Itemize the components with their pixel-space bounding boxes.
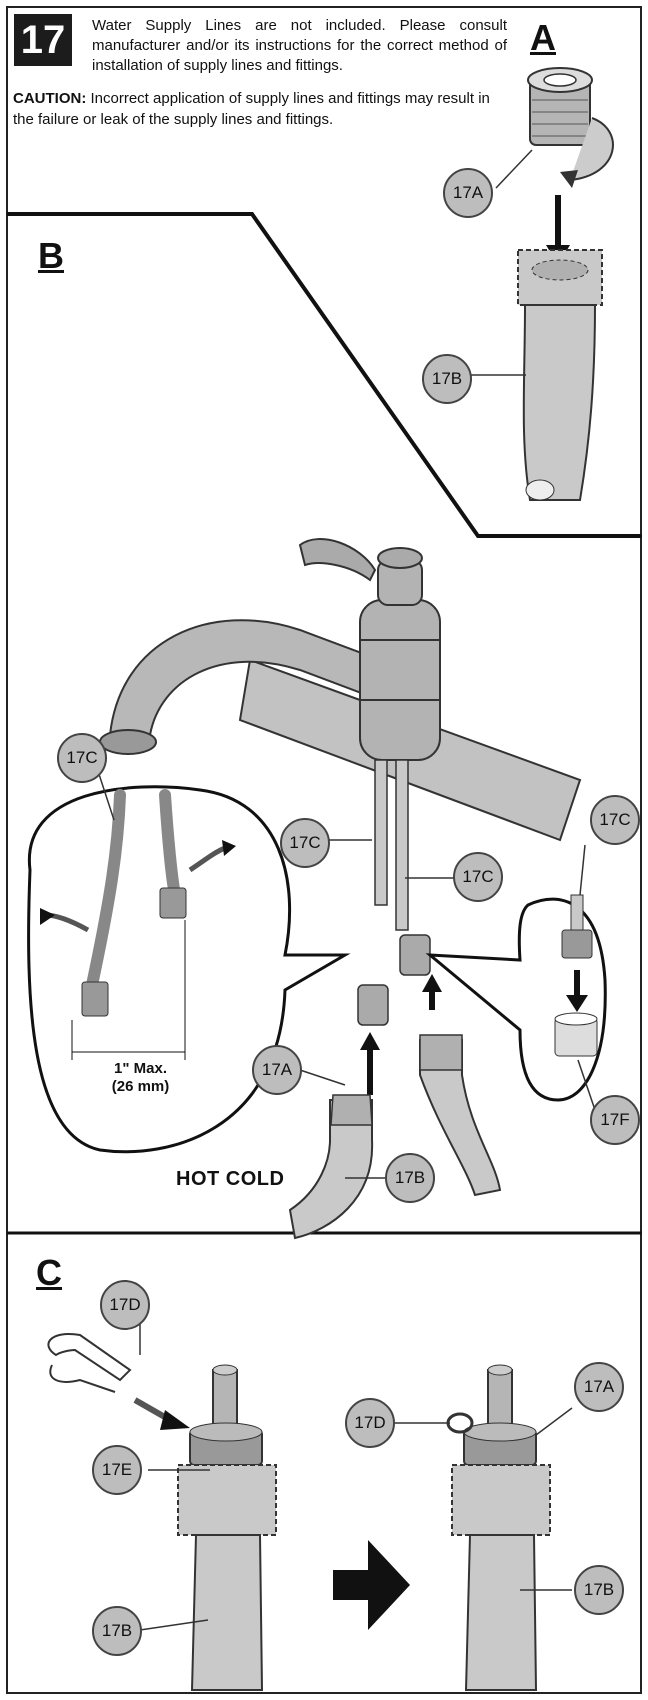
rotate-arrow-icon (569, 117, 614, 181)
caution-label: CAUTION: (13, 90, 87, 107)
clip-17d (47, 1333, 132, 1382)
section-b-divider (7, 212, 642, 538)
section-c-label: C (36, 1252, 62, 1293)
measure-label: 1" Max. (26 mm) (88, 1060, 193, 1096)
instruction-frame (6, 6, 642, 1694)
section-a-label: A (530, 17, 556, 58)
callout-17a-b: 17A (252, 1045, 302, 1095)
measure-line1: 1" Max. (114, 1060, 167, 1077)
callout-17a-c: 17A (574, 1362, 624, 1412)
down-arrow-icon-2 (566, 995, 588, 1012)
section-b-label: B (38, 235, 64, 276)
step-number: 17 (14, 14, 72, 66)
callout-17b-a: 17B (422, 354, 472, 404)
hose-17b-a (522, 304, 597, 501)
panel-b-faucet (27, 538, 607, 1240)
pull-arrow-icon-left (40, 908, 55, 925)
hose-17b-cold (419, 1039, 502, 1197)
callout-17c-left: 17C (57, 733, 107, 783)
up-arrow-icon-2 (422, 974, 442, 992)
callout-17d-left: 17D (100, 1280, 150, 1330)
supply-17c-hot (374, 759, 388, 906)
hot-cold-label: HOT COLD (176, 1168, 285, 1190)
pull-arrow-icon-right (222, 840, 236, 856)
caution-body: Incorrect application of supply lines an… (13, 90, 490, 128)
callout-17c-mid2: 17C (453, 852, 503, 902)
hose-17b-hot (288, 1099, 374, 1240)
callout-17f: 17F (590, 1095, 640, 1145)
caution-text: CAUTION: Incorrect application of supply… (13, 88, 493, 130)
up-arrow-icon (360, 1032, 380, 1050)
faucet-handle (298, 538, 377, 582)
callout-17d-right: 17D (345, 1398, 395, 1448)
callout-17c-mid1: 17C (280, 818, 330, 868)
callout-17b-b: 17B (385, 1153, 435, 1203)
panel-a-illustration (470, 67, 614, 501)
hose-17b-c-right (464, 1534, 538, 1691)
callout-17a-a: 17A (443, 168, 493, 218)
callout-17b-c-right: 17B (574, 1565, 624, 1615)
callout-17e: 17E (92, 1445, 142, 1495)
next-arrow-icon (333, 1540, 410, 1630)
hose-17b-c-left (190, 1534, 264, 1691)
intro-text: Water Supply Lines are not included. Ple… (92, 17, 507, 74)
callout-17c-right: 17C (590, 795, 640, 845)
supply-17c-cold (395, 759, 409, 931)
panel-c-illustration (47, 1305, 573, 1691)
insert-arrow-icon (160, 1410, 190, 1430)
faucet-body (359, 599, 441, 761)
measure-line2: (26 mm) (111, 1078, 170, 1095)
callout-17b-c-left: 17B (92, 1606, 142, 1656)
